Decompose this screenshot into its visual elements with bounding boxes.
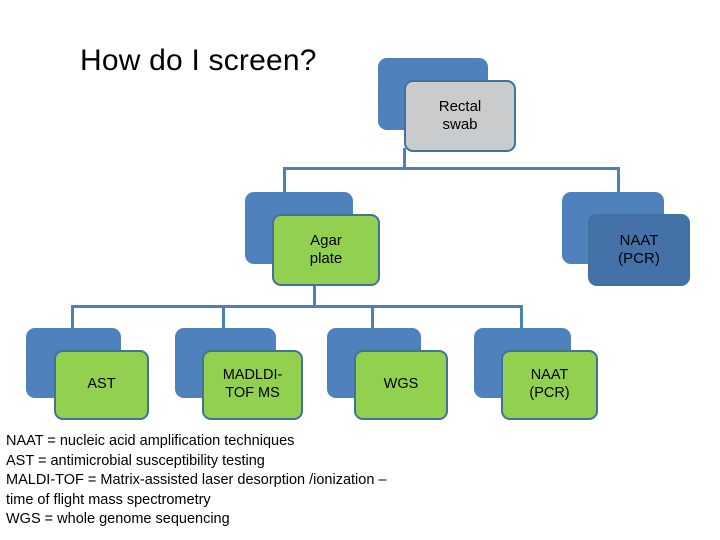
node-wgs[interactable]: WGS	[327, 328, 448, 420]
node-label-line: (PCR)	[529, 385, 570, 401]
node-label-line: NAAT	[530, 367, 569, 384]
node-label-line: plate	[309, 250, 343, 267]
legend-line: AST = antimicrobial susceptibility testi…	[6, 452, 265, 469]
node-agar-plate[interactable]: Agar plate	[245, 192, 380, 286]
node-body[interactable]: Agar plate	[272, 214, 380, 286]
node-label-line: NAAT	[619, 231, 659, 249]
node-label-line: swab	[442, 116, 478, 133]
node-body[interactable]: WGS	[354, 350, 448, 420]
connector-naat-direct-drop	[617, 167, 620, 192]
node-maldi-tof-ms[interactable]: MADLDI- TOF MS	[175, 328, 303, 420]
node-label: Agar plate	[310, 232, 343, 269]
node-label: AST	[87, 376, 115, 394]
legend-line: MALDI-TOF = Matrix-assisted laser desorp…	[6, 472, 387, 488]
node-label: MADLDI- TOF MS	[223, 367, 283, 402]
connector-agar-drop	[283, 167, 286, 192]
connector-wgs-drop	[371, 305, 374, 328]
connector-maldi-drop	[222, 305, 225, 328]
node-body[interactable]: NAAT (PCR)	[501, 350, 598, 420]
node-body[interactable]: Rectal swab	[404, 80, 516, 152]
connector-root-stem	[403, 148, 406, 169]
node-label-line: Rectal	[438, 97, 482, 115]
node-body[interactable]: NAAT (PCR)	[588, 214, 690, 286]
connector-level3-bus	[71, 305, 523, 308]
node-label: NAAT (PCR)	[618, 232, 660, 269]
node-naat-pcr-culture[interactable]: NAAT (PCR)	[474, 328, 598, 420]
node-ast[interactable]: AST	[26, 328, 149, 420]
node-rectal-swab[interactable]: Rectal swab	[378, 58, 516, 152]
node-naat-pcr-direct[interactable]: NAAT (PCR)	[562, 192, 690, 286]
node-label-line: MADLDI-	[222, 367, 283, 384]
node-label-line: TOF MS	[225, 385, 280, 401]
connector-naat-culture-drop	[520, 305, 523, 328]
node-label-line: AST	[87, 376, 116, 393]
node-label: NAAT (PCR)	[529, 367, 569, 402]
connector-ast-drop	[71, 305, 74, 328]
legend-line: time of flight mass spectrometry	[6, 491, 211, 508]
node-label-line: (PCR)	[618, 250, 660, 267]
legend-line: WGS = whole genome sequencing	[6, 511, 230, 527]
node-body[interactable]: MADLDI- TOF MS	[202, 350, 303, 420]
page-title: How do I screen?	[80, 44, 317, 77]
node-body[interactable]: AST	[54, 350, 149, 420]
legend-line: NAAT = nucleic acid amplification techni…	[6, 433, 295, 449]
connector-agar-stem	[313, 286, 316, 307]
node-label: WGS	[384, 376, 419, 394]
node-label: Rectal swab	[439, 98, 482, 135]
node-label-line: Agar	[310, 231, 342, 249]
connector-level2-bus	[283, 167, 620, 170]
node-label-line: WGS	[383, 376, 419, 393]
abbreviation-legend: NAAT = nucleic acid amplification techni…	[6, 432, 387, 530]
